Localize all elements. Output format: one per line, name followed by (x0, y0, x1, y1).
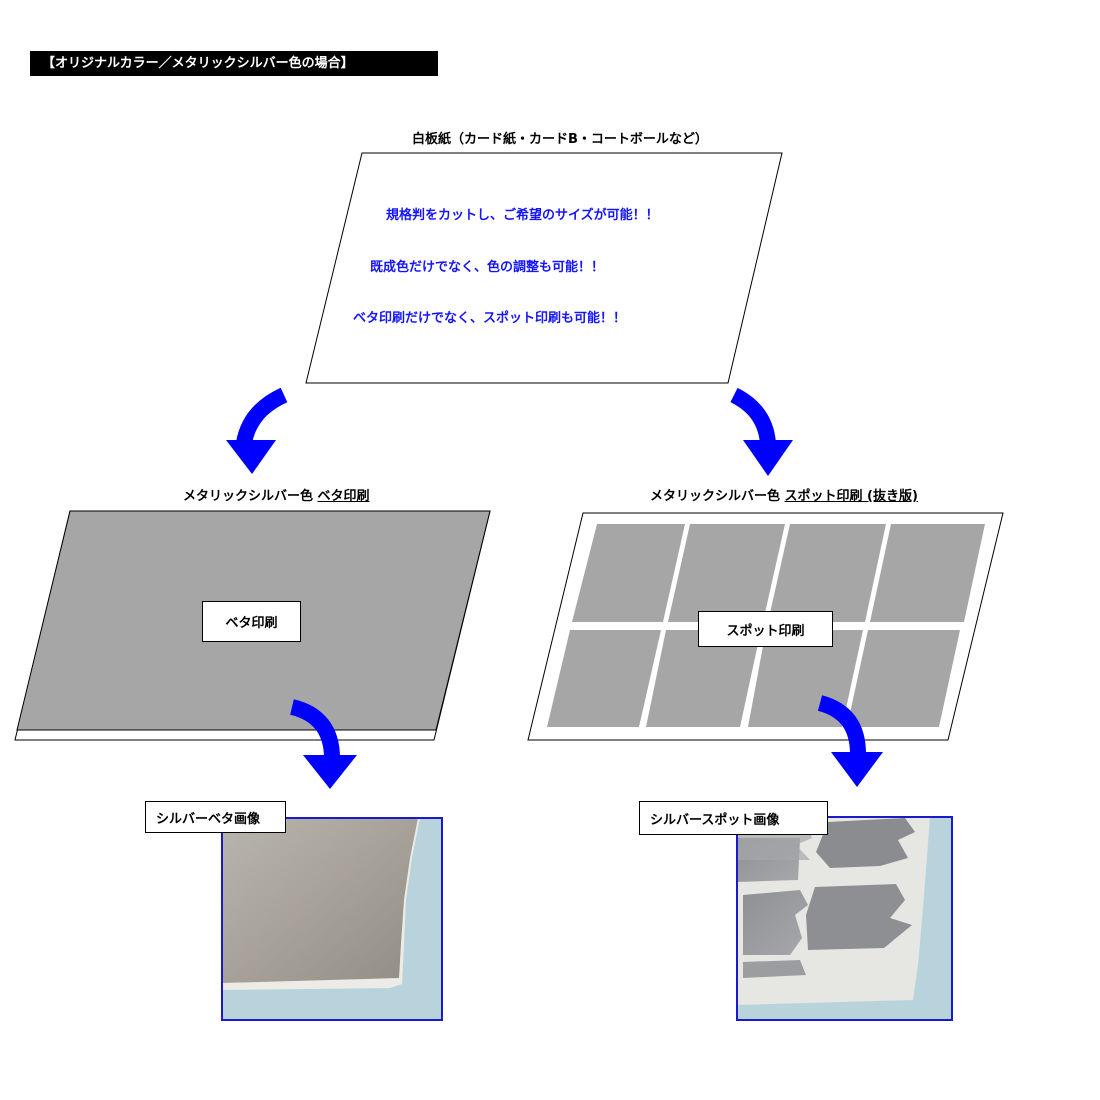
white-sheet (305, 152, 783, 384)
silver-solid-photo-label: シルバーベタ画像 (145, 801, 286, 833)
feature-custom-size: 規格判をカットし、ご希望のサイズが可能！！ (386, 208, 659, 223)
silver-solid-photo (221, 817, 443, 1021)
spot-print-caption: メタリックシルバー色 スポット印刷 (抜き版) (650, 489, 918, 505)
source-sheet-caption: 白板紙（カード紙・カードB・コートボールなど） (412, 132, 708, 147)
arrow-down-right-icon (730, 387, 793, 476)
silver-spot-photo-label: シルバースポット画像 (639, 801, 828, 835)
spot-print-caption-emphasis: スポット印刷 (抜き版) (784, 489, 918, 504)
feature-spot-print: ベタ印刷だけでなく、スポット印刷も可能！！ (353, 311, 627, 326)
solid-print-label: ベタ印刷 (202, 601, 301, 642)
spot-print-label: スポット印刷 (698, 611, 833, 647)
arrow-to-spot-photo-icon (817, 695, 883, 787)
feature-color-adjust: 既成色だけでなく、色の調整も可能！！ (370, 260, 605, 275)
spot-print-patches (547, 524, 985, 727)
silver-spot-photo (736, 816, 953, 1021)
arrow-down-left-icon (226, 387, 288, 474)
section-header: 【オリジナルカラー／メタリックシルバー色の場合】 (30, 51, 438, 76)
solid-print-caption-emphasis: ベタ印刷 (317, 489, 370, 504)
solid-print-caption-prefix: メタリックシルバー色 (183, 489, 318, 504)
spot-print-caption-prefix: メタリックシルバー色 (650, 489, 785, 504)
solid-print-caption: メタリックシルバー色 ベタ印刷 (183, 489, 370, 505)
arrow-to-solid-photo-icon (289, 699, 357, 789)
